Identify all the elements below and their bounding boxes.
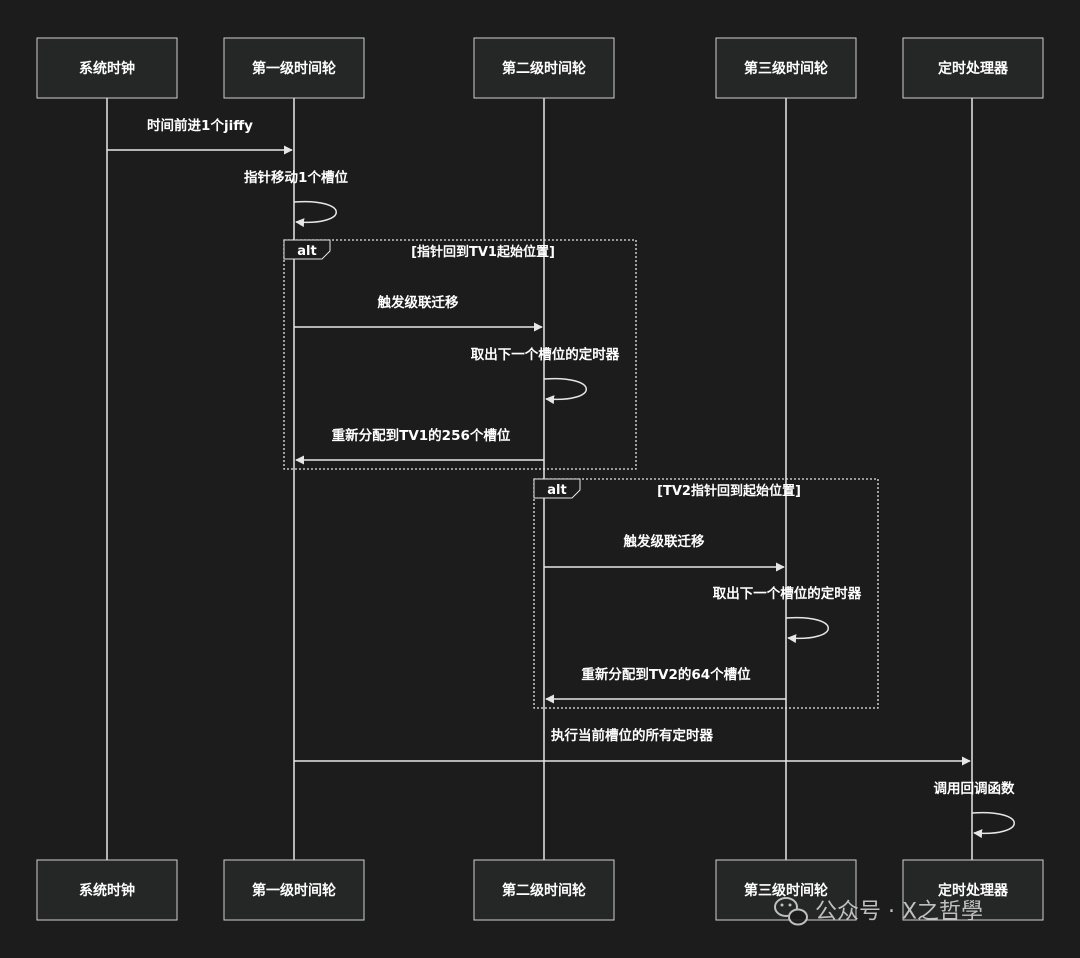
message-label: 取出下一个槽位的定时器 — [713, 585, 862, 602]
participant-clock-bottom: 系统时钟 — [36, 859, 178, 921]
message-label: 重新分配到TV2的64个槽位 — [581, 666, 751, 683]
message-handler-self: 调用回调函数 — [934, 780, 1015, 839]
participant-label: 第一级时间轮 — [252, 882, 336, 899]
participant-tv1-bottom: 第一级时间轮 — [223, 859, 365, 921]
message-label: 触发级联迁移 — [624, 533, 705, 550]
fragment-type: alt — [297, 244, 316, 259]
message-tv3-to-tv2: 重新分配到TV2的64个槽位 — [545, 666, 786, 704]
participant-clock-top: 系统时钟 — [36, 37, 178, 99]
participant-label: 第二级时间轮 — [502, 60, 586, 77]
participant-label: 第三级时间轮 — [744, 60, 828, 77]
message-tv2-to-tv3: 触发级联迁移 — [544, 533, 785, 572]
message-label: 时间前进1个jiffy — [147, 117, 253, 134]
participant-tv3-bottom: 第三级时间轮 — [715, 859, 857, 921]
participant-tv3-top: 第三级时间轮 — [715, 37, 857, 99]
watermark-text: 公众号 · X之哲學 — [815, 900, 983, 925]
participant-tv2-bottom: 第二级时间轮 — [473, 859, 615, 921]
participant-label: 系统时钟 — [79, 60, 135, 77]
message-label: 取出下一个槽位的定时器 — [471, 346, 620, 363]
message-tv1-self: 指针移动1个槽位 — [244, 169, 348, 228]
participant-label: 定时处理器 — [938, 882, 1009, 899]
watermark: 公众号 · X之哲學 — [774, 897, 983, 926]
message-label: 执行当前槽位的所有定时器 — [551, 727, 713, 744]
message-tv1-to-handler: 执行当前槽位的所有定时器 — [294, 727, 971, 766]
message-tv2-self: 取出下一个槽位的定时器 — [471, 346, 620, 405]
participant-label: 第二级时间轮 — [502, 882, 586, 899]
message-label: 指针移动1个槽位 — [244, 169, 348, 186]
participant-handler-top: 定时处理器 — [902, 37, 1044, 99]
message-clock-to-tv1: 时间前进1个jiffy — [107, 117, 293, 155]
fragment-type: alt — [547, 483, 566, 498]
participant-label: 第一级时间轮 — [252, 60, 336, 77]
participant-label: 定时处理器 — [938, 60, 1009, 77]
fragment-condition: [指针回到TV1起始位置] — [411, 244, 555, 260]
participant-handler-bottom: 定时处理器 — [902, 859, 1044, 921]
message-tv3-self: 取出下一个槽位的定时器 — [713, 585, 862, 644]
message-tv1-to-tv2: 触发级联迁移 — [294, 294, 543, 332]
wechat-icon — [774, 897, 808, 926]
alt-fragment-1: alt [指针回到TV1起始位置] — [283, 239, 637, 470]
participant-label: 系统时钟 — [79, 882, 135, 899]
alt-fragment-2: alt [TV2指针回到起始位置] — [533, 478, 879, 709]
participant-label: 第三级时间轮 — [744, 882, 828, 899]
participant-tv1-top: 第一级时间轮 — [223, 37, 365, 99]
fragment-condition: [TV2指针回到起始位置] — [657, 483, 801, 499]
message-label: 触发级联迁移 — [378, 294, 459, 311]
participant-tv2-top: 第二级时间轮 — [473, 37, 615, 99]
message-label: 重新分配到TV1的256个槽位 — [332, 427, 511, 444]
message-label: 调用回调函数 — [934, 780, 1015, 797]
message-tv2-to-tv1: 重新分配到TV1的256个槽位 — [295, 427, 544, 465]
